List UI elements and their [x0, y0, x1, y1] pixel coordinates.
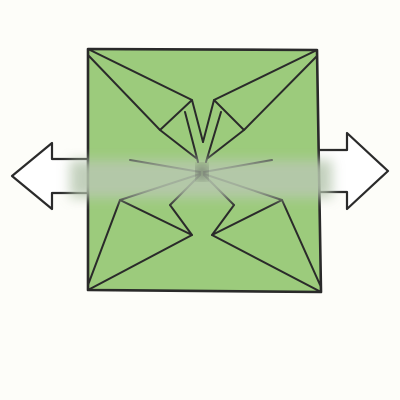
fold-line-top-left-diagonal [159, 129, 197, 159]
fold-line-bottom-right-inner [281, 199, 322, 288]
fold-line-bottom-right-edge [211, 199, 283, 236]
fold-line-bottom-left-edge [119, 199, 193, 236]
fold-line-center-left-spike [184, 111, 199, 163]
blurred-band [70, 160, 332, 198]
fold-line-center-right-spike [205, 111, 222, 163]
fold-line-top-right-diagonal [207, 129, 245, 159]
center-point [196, 166, 208, 178]
fold-lines [87, 48, 322, 293]
fold-line-bottom-left-inner [87, 199, 121, 286]
